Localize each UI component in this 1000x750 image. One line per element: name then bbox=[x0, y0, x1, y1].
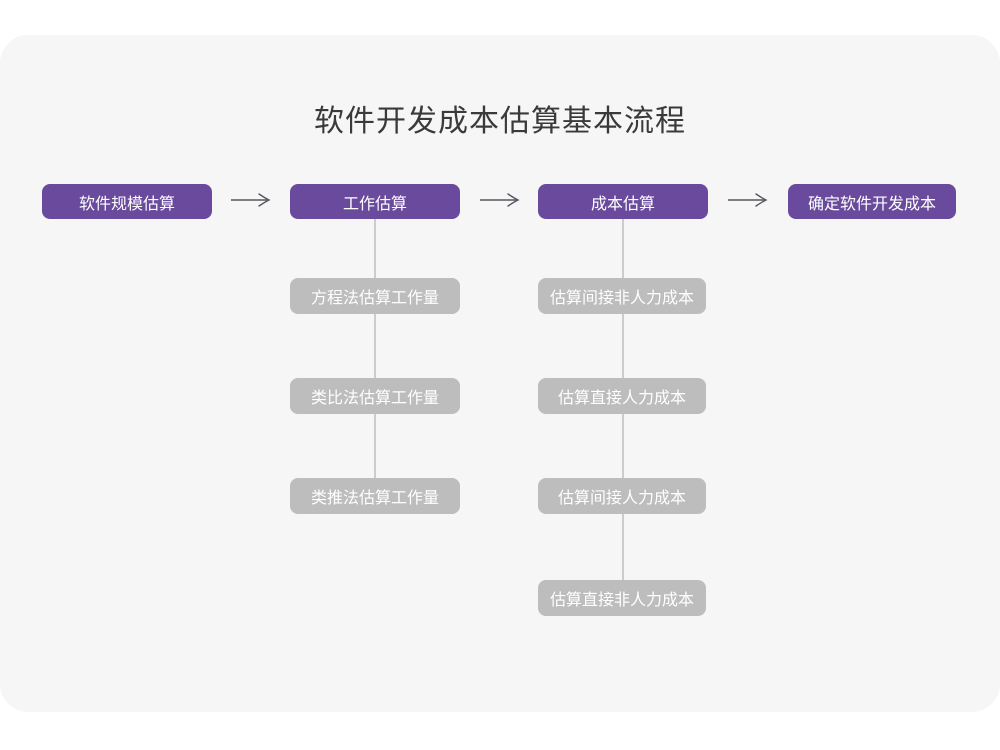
sub-step-direct-labor-cost: 估算直接人力成本 bbox=[538, 378, 706, 414]
sub-step-label: 估算间接非人力成本 bbox=[549, 290, 694, 307]
flow-step-work-estimation: 工作估算 bbox=[290, 184, 460, 219]
sub-step-analogy-method: 类比法估算工作量 bbox=[290, 378, 460, 414]
sub-step-label: 类比法估算工作量 bbox=[310, 390, 439, 407]
right-arrow-icon bbox=[728, 193, 768, 207]
flow-step-label: 工作估算 bbox=[342, 195, 407, 213]
sub-step-direct-nonlabor-cost: 估算直接非人力成本 bbox=[538, 580, 706, 616]
connector-line-work-estimation bbox=[374, 219, 376, 496]
flow-step-label: 确定软件开发成本 bbox=[807, 195, 936, 213]
flow-step-software-scale-estimation: 软件规模估算 bbox=[42, 184, 212, 219]
flow-step-label: 成本估算 bbox=[590, 195, 655, 213]
flow-step-determine-development-cost: 确定软件开发成本 bbox=[788, 184, 956, 219]
sub-step-label: 估算间接人力成本 bbox=[557, 490, 686, 507]
right-arrow-icon bbox=[231, 193, 271, 207]
sub-step-indirect-labor-cost: 估算间接人力成本 bbox=[538, 478, 706, 514]
flow-step-cost-estimation: 成本估算 bbox=[538, 184, 708, 219]
sub-step-label: 估算直接人力成本 bbox=[557, 390, 686, 407]
sub-step-equation-method: 方程法估算工作量 bbox=[290, 278, 460, 314]
flowchart-card bbox=[0, 35, 1000, 712]
sub-step-label: 类推法估算工作量 bbox=[310, 490, 439, 507]
sub-step-extrapolation-method: 类推法估算工作量 bbox=[290, 478, 460, 514]
sub-step-label: 估算直接非人力成本 bbox=[549, 592, 694, 609]
right-arrow-icon bbox=[480, 193, 520, 207]
page-title: 软件开发成本估算基本流程 bbox=[314, 105, 686, 138]
flow-step-label: 软件规模估算 bbox=[78, 195, 175, 213]
sub-step-label: 方程法估算工作量 bbox=[310, 290, 439, 307]
sub-step-indirect-nonlabor-cost: 估算间接非人力成本 bbox=[538, 278, 706, 314]
